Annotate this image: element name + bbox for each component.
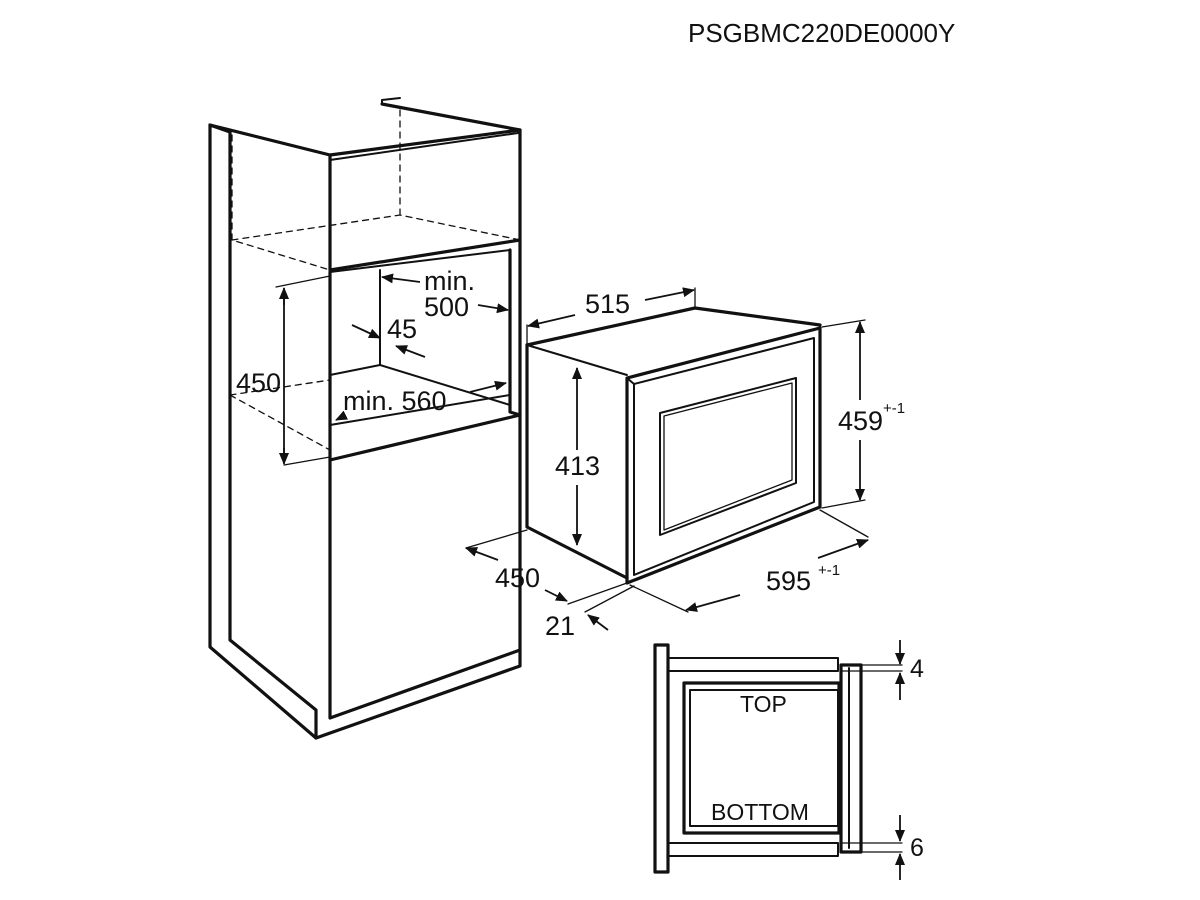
section-left-panel [653,643,670,874]
cabinet-drawing [208,97,522,740]
cabinet-left-panel [208,123,318,740]
section-bottom-label: BOTTOM [711,799,809,825]
niche-height-value: 450 [236,368,281,398]
model-code: PSGBMC220DE0000Y [688,18,955,48]
section-frame [839,663,863,854]
cabinet-top-edge [208,102,522,157]
section-top-label: TOP [740,691,787,717]
depth-value: 515 [585,289,630,319]
inner-height-value: 413 [555,451,600,481]
appliance-front-frame [625,326,822,585]
total-height-value: 459 [838,406,883,436]
body-depth-value: 450 [495,563,540,593]
bottom-gap-value: 6 [910,834,924,862]
appliance-dimensions: 515 413 459 +-1 595 +-1 450 21 [465,287,905,641]
top-gap-value: 4 [910,655,924,683]
gap-value: 45 [387,314,417,344]
appliance-window [659,377,797,536]
niche-depth-min-value: 500 [424,292,469,322]
section-view: TOP BOTTOM 4 6 [653,640,924,880]
appliance-body [525,343,629,580]
width-tolerance: +-1 [818,562,840,579]
cabinet-upper-front [328,128,522,272]
niche-width-label: min. 560 [343,386,447,416]
niche-depth-min-label: min. [424,266,475,296]
cabinet-dimensions: 450 min. 500 45 min. 560 [236,266,509,466]
width-value: 595 [766,566,811,596]
cabinet-lower-door [328,413,522,720]
appliance-drawing [525,306,822,585]
total-height-tolerance: +-1 [883,400,905,417]
frame-depth-value: 21 [545,611,575,641]
